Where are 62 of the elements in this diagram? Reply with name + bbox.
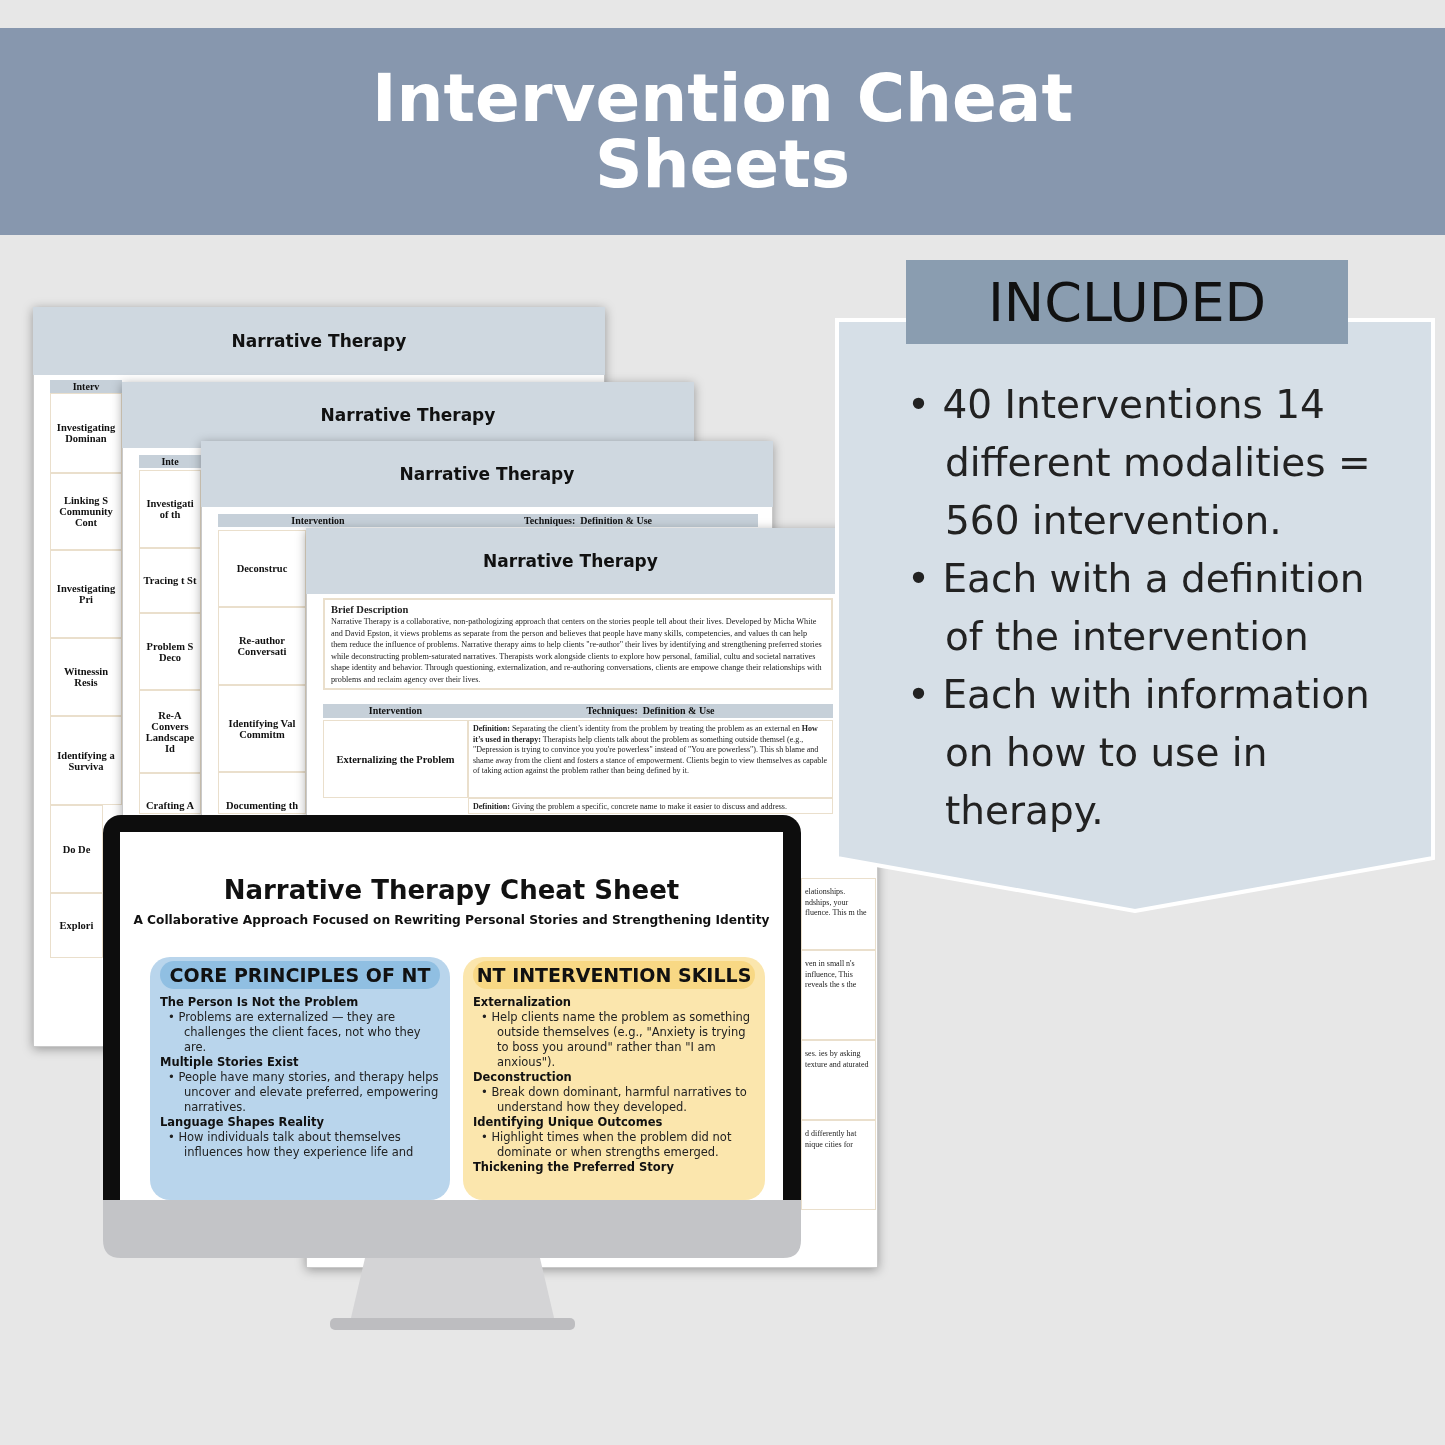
- subheading: Multiple Stories Exist: [160, 1055, 300, 1070]
- included-tab: [906, 260, 1348, 344]
- row-label: Re-A Convers Landscape Id: [139, 690, 201, 773]
- row-label: Deconstruc: [218, 530, 306, 607]
- definition-text: ses. ies by asking texture and aturated: [801, 1040, 876, 1120]
- row-label: Investigating Pri: [50, 550, 122, 638]
- row-label: Re-author Conversati: [218, 607, 306, 685]
- sheet-title: Narrative Therapy: [33, 307, 605, 375]
- row-label: Crafting A: [139, 773, 201, 814]
- subheading: Deconstruction: [473, 1070, 573, 1085]
- subheading: Language Shapes Reality: [160, 1115, 325, 1130]
- row-label: Investigating Dominan: [50, 393, 122, 473]
- table-header: Techniques: Definition & Use: [418, 514, 758, 527]
- bullet-text: • People have many stories, and therapy helps uncover and elevate preferred, empowering narratives.: [168, 1070, 440, 1115]
- skills-panel: [463, 957, 765, 1200]
- definition-text: ven in small n's influence, This reveals the s the: [801, 950, 876, 1040]
- sheet-title: Narrative Therapy: [201, 441, 773, 507]
- computer-monitor: [103, 815, 801, 1200]
- sheet-title: Narrative Therapy: [306, 528, 835, 594]
- sheet-subtitle: A Collaborative Approach Focused on Rewriting Personal Stories and Strengthening Identity: [132, 913, 771, 927]
- title: Intervention Cheat Sheets: [371, 65, 1074, 198]
- table-header: Techniques: Definition & Use: [468, 704, 833, 718]
- row-label: Tracing t St: [139, 548, 201, 613]
- row-label: Problem S Deco: [139, 613, 201, 690]
- bullet-text: • Each with a definition of the intervention: [907, 555, 1366, 661]
- bullet-text: • Problems are externalized — they are challenges the client faces, not who they are.: [168, 1010, 422, 1055]
- row-label: Linking S Community Cont: [50, 473, 122, 550]
- row-label: Investigati of th: [139, 470, 201, 548]
- bullet-text: • Help clients name the problem as something outside themselves (e.g., "Anxiety is trying to boss you around" rather than "I am anxious").: [481, 1010, 752, 1070]
- description-box: [323, 598, 833, 690]
- tab-heading: INCLUDED: [987, 270, 1267, 334]
- row-label: Witnessin Resis: [50, 638, 122, 716]
- section-header: CORE PRINCIPLES OF NT: [160, 961, 440, 989]
- definition-text: d differently hat nique cities for: [801, 1120, 876, 1210]
- principles-panel: [150, 957, 450, 1200]
- sheet-heading: Narrative Therapy Cheat Sheet: [222, 875, 681, 905]
- bullet-text: • 40 Interventions 14 different modalities = 560 intervention.: [907, 381, 1372, 545]
- section-header: NT INTERVENTION SKILLS: [473, 961, 755, 989]
- bullet-text: • Each with information on how to use in therapy.: [907, 671, 1371, 835]
- table-header: Interv: [50, 380, 122, 393]
- bullet-text: • Highlight times when the problem did not dominate or when strengths emerged.: [481, 1130, 733, 1160]
- definition-text: Definition: Separating the client’s identity from the problem by treating the problem as an external en How it’s used in therapy: Therapists help clients talk about the problem as something outside themsel (e.g., "Depression is trying to convince you you're powerless" instead of "You are powerless"). This sh blame and shame away from the client and fosters a stance of empowerment. Clients begin to view themselves as capable of taking action against the problem rather than being defined by it.: [468, 720, 833, 798]
- row-label: Explori: [50, 893, 103, 958]
- table-header: Inte: [139, 455, 201, 468]
- subheading: The Person Is Not the Problem: [160, 995, 360, 1010]
- definition-text: Definition: Giving the problem a specific, concrete name to make it easier to discuss and address.: [468, 798, 833, 814]
- row-label: Identifying Val Commitm: [218, 685, 306, 772]
- table-header: Intervention: [218, 514, 418, 527]
- table-header: Intervention: [323, 704, 468, 718]
- sheet-title: Narrative Therapy: [122, 382, 694, 448]
- bullet-text: • How individuals talk about themselves influences how they experience life and: [168, 1130, 415, 1160]
- row-label: Identifying a Surviva: [50, 716, 122, 805]
- subheading: Identifying Unique Outcomes: [473, 1115, 664, 1130]
- subheading: Thickening the Preferred Story: [473, 1160, 675, 1175]
- description-text: Narrative Therapy is a collaborative, non-pathologizing approach that centers on the stories people tell about their lives. Developed by Micha White and David Epston, it views problems as separate from the person and believes that people have many skills, competencies, and values th can help them reduce the influence of problems. Narrative therapy aims to help clients "re-author" their lives by identifying and strengthening preferred stories while deconstructing problem-saturated narratives. Therapists work alongside clients to explore how personal, familial, cultu and societal narratives shape identity and behavior. Through questioning, externalization, and re-authoring conversations, clients are empowe change their relationships with problems and reclaim agency over their lives.: [331, 616, 823, 685]
- subheading: Externalization: [473, 995, 573, 1010]
- section-heading: Brief Description: [331, 603, 410, 616]
- row-label: Externalizing the Problem: [323, 720, 468, 798]
- row-label: Documenting th: [218, 772, 306, 814]
- definition-text: elationships. ndships, your fluence. This m the: [801, 878, 876, 950]
- row-label: Do De: [50, 805, 103, 893]
- bullet-text: • Break down dominant, harmful narratives to understand how they developed.: [481, 1085, 748, 1115]
